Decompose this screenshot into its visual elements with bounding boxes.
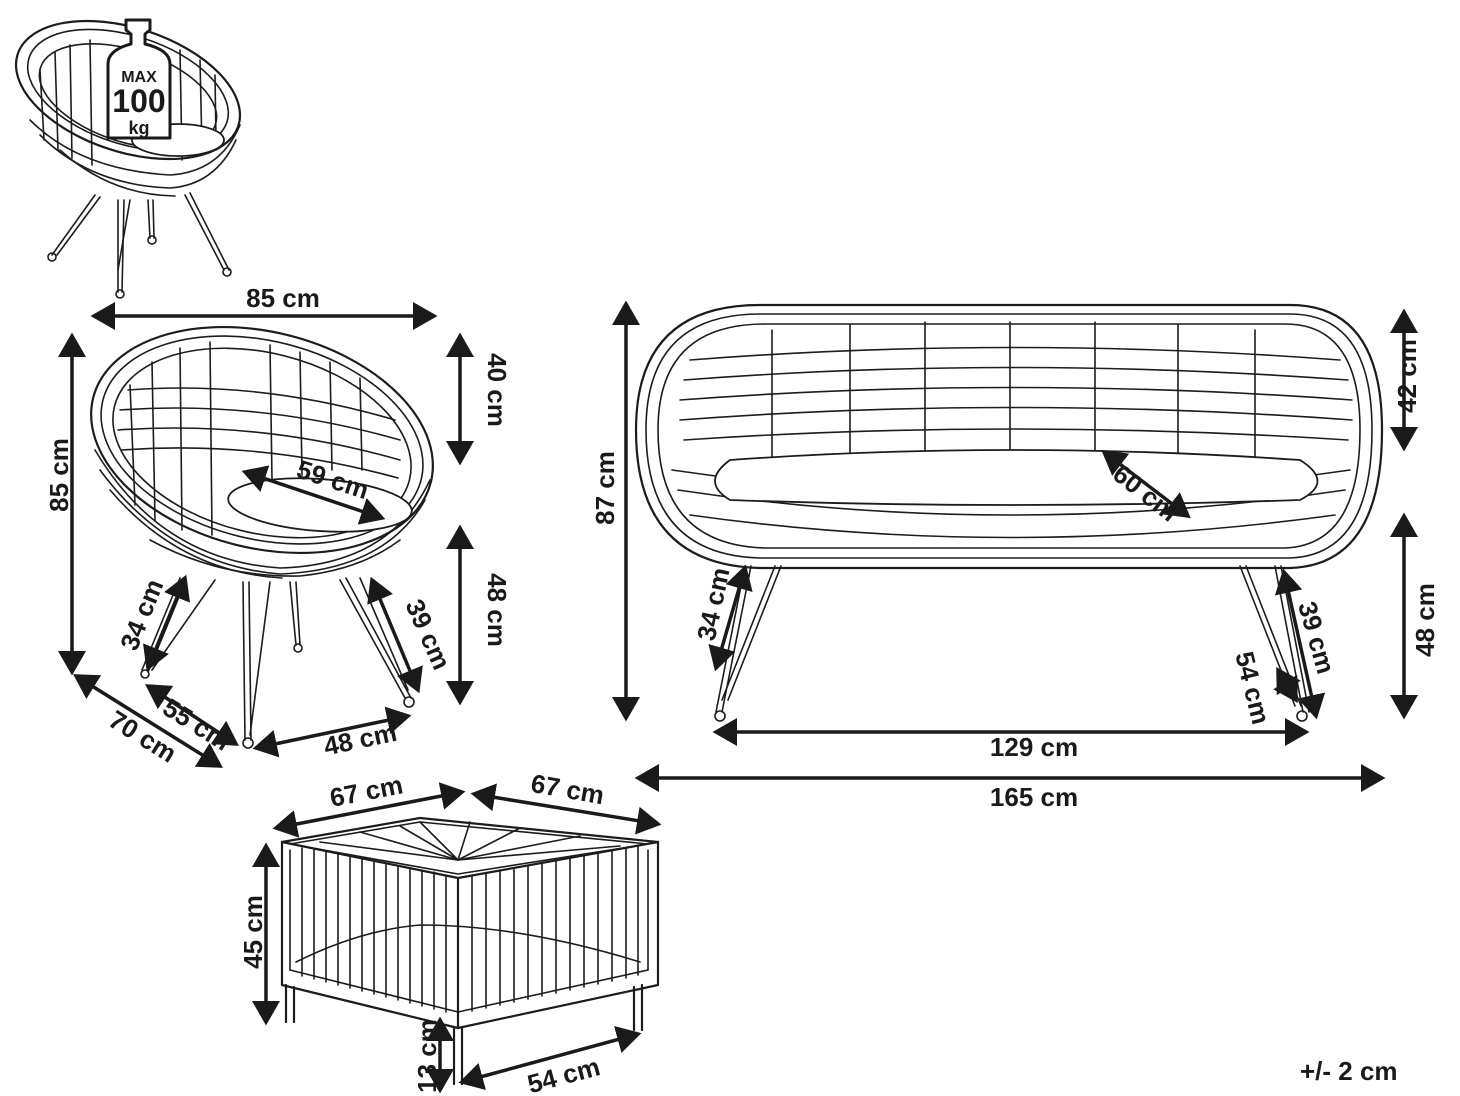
armchair-leg-span-arrow [252, 706, 412, 758]
armchair-back-leg-arrow [367, 576, 423, 694]
table-leg-span-label: 54 cm [524, 1051, 603, 1096]
armchair-width-label: 85 cm [246, 283, 320, 313]
sofa-width-label: 165 cm [990, 782, 1078, 812]
max-weight-value: 100 [112, 83, 165, 119]
table-leg-span-arrow [458, 1026, 642, 1090]
table-drawing [280, 816, 660, 1086]
sofa-leg-depth-label: 54 cm [1229, 648, 1276, 727]
armchair-seat-height-label: 48 cm [482, 573, 512, 647]
armchair-height-label: 85 cm [44, 438, 74, 512]
sofa-dimensions: 87 cm 42 cm 48 cm 60 cm 34 cm 39 cm 54 c… [590, 300, 1440, 812]
sofa-leg-depth-arrow [1273, 666, 1301, 704]
max-load-badge: MAX 100 kg [106, 18, 172, 140]
armchair-leg-span-label: 48 cm [321, 717, 399, 762]
armchair-dimensions: 85 cm 85 cm 40 cm 48 cm 59 cm 34 cm 39 c… [44, 283, 512, 769]
sofa-seat-height-label: 48 cm [1410, 583, 1440, 657]
tolerance-note: +/- 2 cm [1300, 1056, 1398, 1086]
armchair-front-leg-label: 34 cm [114, 575, 169, 655]
armchair-seat-width-arrow [241, 465, 386, 525]
table-depth-arrow [470, 783, 662, 835]
sofa-back-leg-arrow [1274, 568, 1326, 720]
armchair-drawing [90, 325, 434, 749]
max-weight-unit: kg [128, 118, 149, 138]
table-dimensions: 67 cm 67 cm 45 cm 13 cm 54 cm [238, 768, 662, 1096]
table-clearance-label: 13 cm [412, 1019, 442, 1093]
armchair-back-height-label: 40 cm [482, 353, 512, 427]
sofa-leg-span-label: 129 cm [990, 732, 1078, 762]
sofa-front-leg-label: 34 cm [691, 565, 736, 643]
armchair-front-leg-arrow [143, 574, 190, 672]
sofa-back-height-label: 42 cm [1392, 339, 1422, 413]
max-label: MAX [121, 69, 157, 86]
armchair-seat-depth-arrow [145, 684, 239, 746]
sofa-height-label: 87 cm [590, 451, 620, 525]
sofa-seat-depth-arrow [1101, 449, 1191, 519]
table-width-arrow [272, 782, 466, 838]
sofa-front-leg-arrow [708, 564, 753, 672]
table-height-label: 45 cm [238, 895, 268, 969]
sofa-drawing [634, 303, 1384, 722]
chair-thumbnail [14, 19, 242, 299]
